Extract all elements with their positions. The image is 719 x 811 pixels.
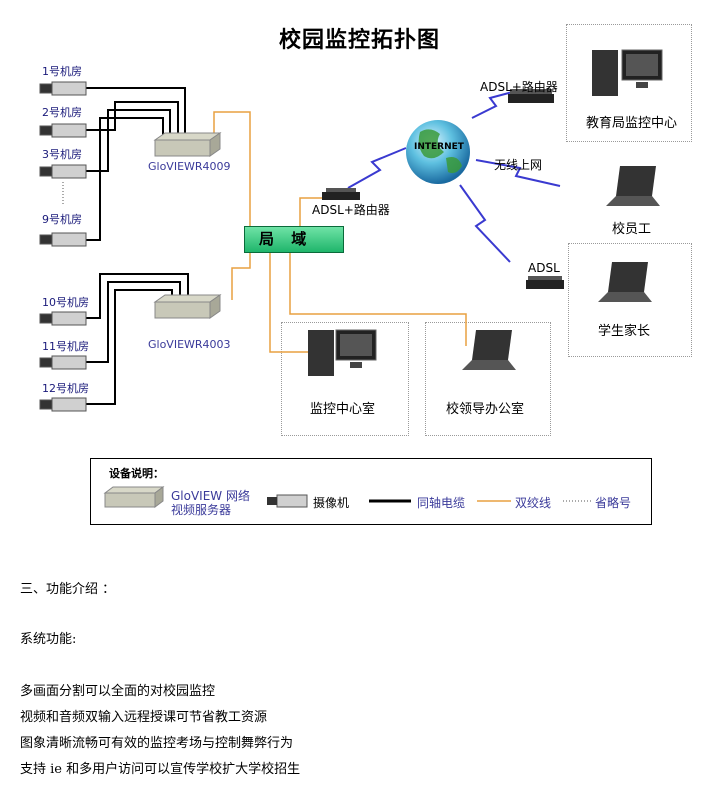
twisted-pair-lines <box>213 111 467 353</box>
legend-title: 设备说明： <box>109 467 164 480</box>
legend-box: 设备说明： GloVIEW 网络视频服务器 摄像机 同轴电缆 双绞线 省略号 <box>90 458 652 525</box>
feature-1: 多画面分割可以全面的对校园监控 <box>20 684 216 699</box>
parents-label: 学生家长 <box>598 324 651 339</box>
monitor-center-box <box>281 322 409 436</box>
section-heading: 三、功能介绍 ： <box>20 582 116 597</box>
legend-ellipsis-label: 省略号 <box>595 496 632 510</box>
coax-cables-group1 <box>86 87 186 241</box>
system-label: 系统功能: <box>20 632 77 647</box>
camera-icons <box>39 81 87 412</box>
legend-server-label: GloVIEW 网络视频服务器 <box>171 489 250 517</box>
wireless-label: 无线上网 <box>494 158 543 172</box>
coax-cables-group2 <box>86 273 189 405</box>
lan-box: 局 域 <box>244 226 344 253</box>
feature-2: 视频和音频双输入远程授课可节省教工资源 <box>20 710 268 725</box>
monitor-center-label: 监控中心室 <box>310 402 376 417</box>
laptop-icon-parents <box>598 262 652 302</box>
router-icon-local <box>322 188 360 200</box>
desktop-pc-icon-bureau <box>592 49 663 96</box>
laptop-icon-staff <box>606 166 660 206</box>
wireless-links <box>347 89 561 263</box>
legend-server-icon <box>103 486 165 508</box>
legend-camera-label: 摄像机 <box>313 496 350 510</box>
laptop-icon-leader <box>462 330 516 370</box>
adsl-label: ADSL <box>528 261 560 275</box>
feature-4: 支持 ie 和多用户访问可以宣传学校扩大学校招生 <box>20 762 301 777</box>
legend-twisted-label: 双绞线 <box>515 496 552 510</box>
education-bureau-label: 教育局监控中心 <box>586 116 678 131</box>
camera-label-10: 10号机房 <box>42 296 89 309</box>
camera-label-9: 9号机房 <box>42 213 82 226</box>
staff-label: 校员工 <box>612 222 652 237</box>
topology-diagram: 校园监控拓扑图 <box>39 24 692 525</box>
leader-office-label: 校领导办公室 <box>446 402 525 417</box>
camera-label-3: 3号机房 <box>42 148 82 161</box>
education-bureau-box <box>566 24 692 142</box>
camera-label-12: 12号机房 <box>42 382 89 395</box>
legend-coax-label: 同轴电缆 <box>417 496 466 510</box>
internet-label: INTERNET <box>414 142 464 152</box>
desktop-pc-icon-monitor <box>308 329 377 376</box>
feature-3: 图象清晰流畅可有效的监控考场与控制舞弊行为 <box>20 736 294 751</box>
router-icon-top <box>508 89 554 103</box>
server-label-2: GloVIEWR4003 <box>148 338 231 351</box>
adsl-router-local-label: ADSL+路由器 <box>312 203 390 217</box>
diagram-title: 校园监控拓扑图 <box>278 27 440 53</box>
camera-label-11: 11号机房 <box>42 340 89 353</box>
adsl-modem-icon <box>526 276 564 289</box>
adsl-router-top-label: ADSL+路由器 <box>480 80 558 94</box>
legend-camera-icon <box>267 494 308 508</box>
camera-label-1: 1号机房 <box>42 65 82 78</box>
connection-lines <box>39 49 663 412</box>
parents-box <box>568 243 692 357</box>
server-icon-2 <box>153 294 222 319</box>
server-label-1: GloVIEWR4009 <box>148 160 231 173</box>
camera-label-2: 2号机房 <box>42 106 82 119</box>
server-icon-1 <box>153 132 222 157</box>
leader-office-box <box>425 322 551 436</box>
